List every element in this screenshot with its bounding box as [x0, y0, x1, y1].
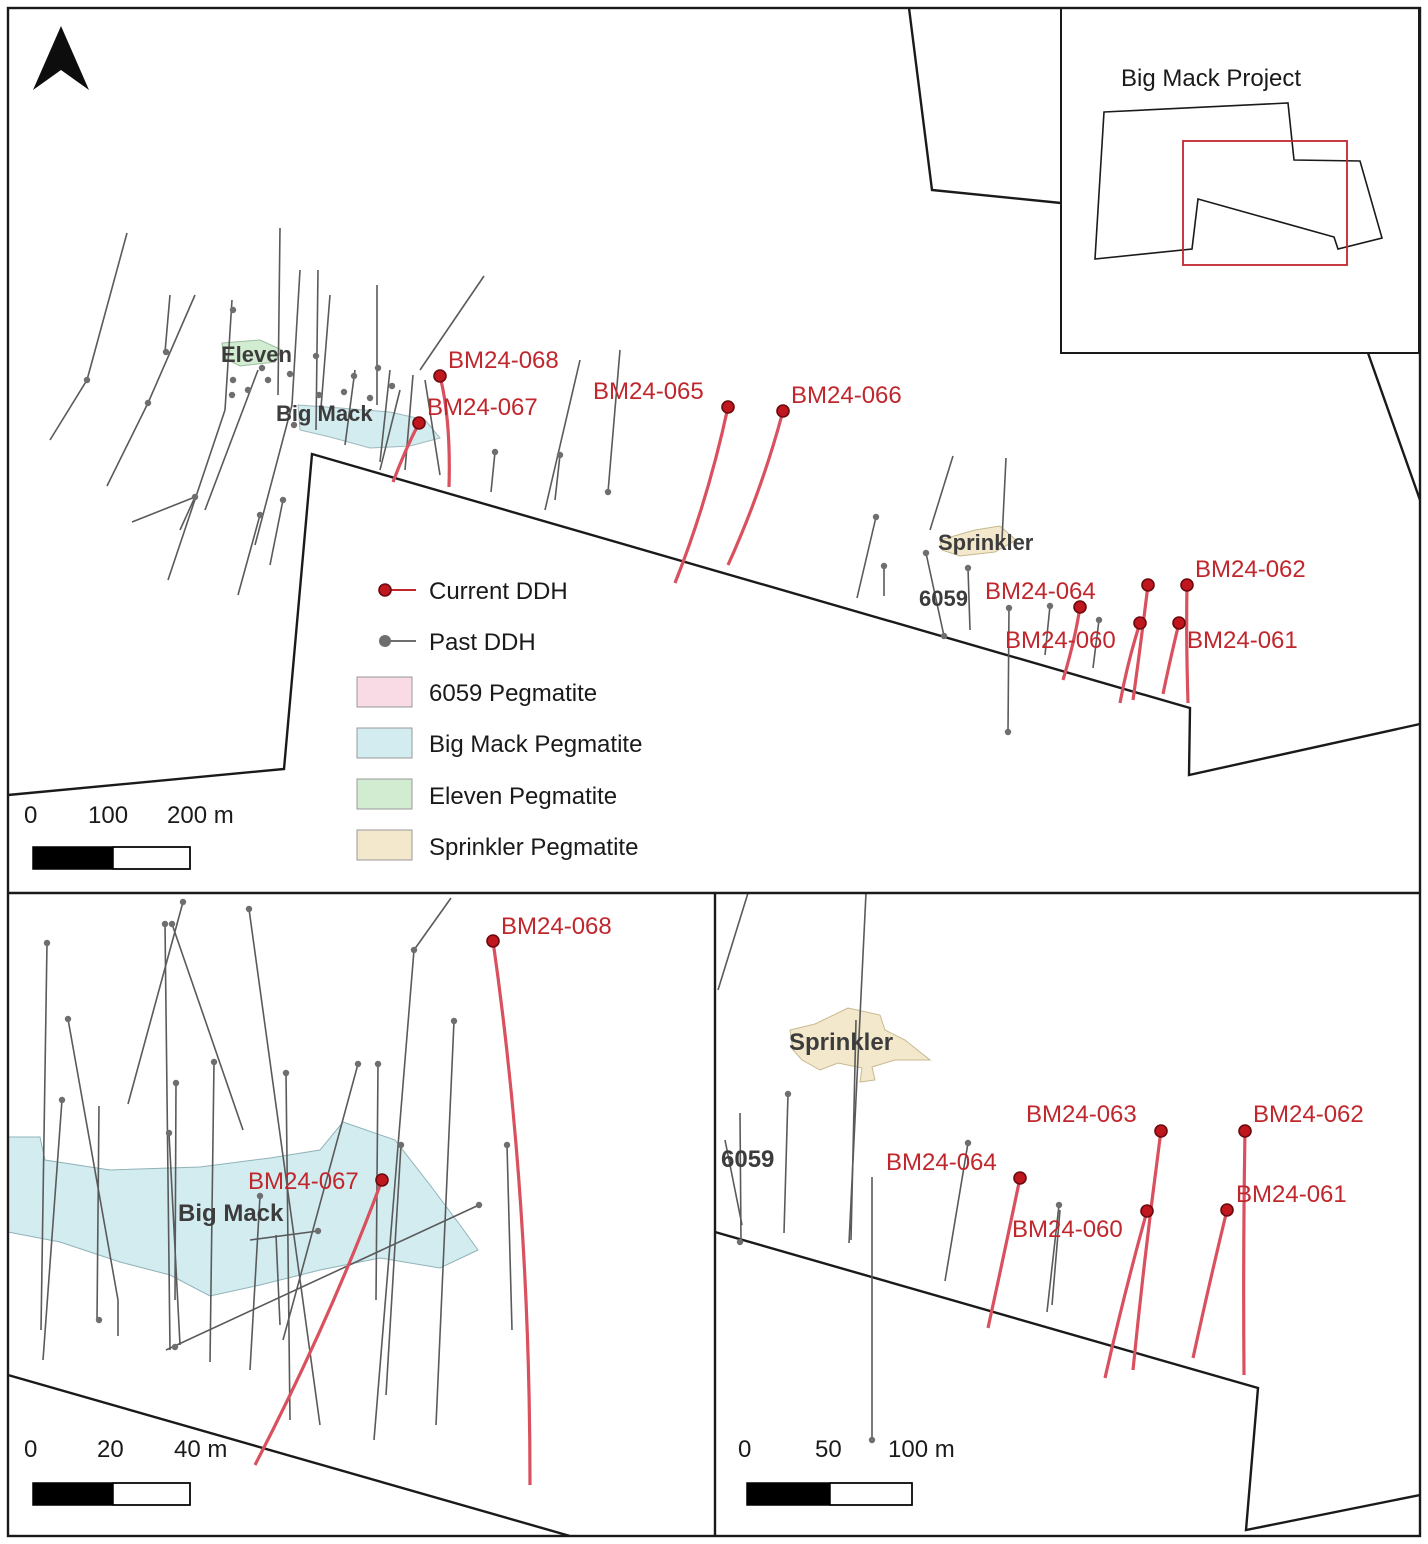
sprinkler-pegmatite-detail	[789, 1007, 932, 1083]
past-drillhole-collars-main	[83, 306, 1103, 736]
label-sprinkler-detail: Sprinkler	[789, 1029, 893, 1056]
label-bm24-064: BM24-064	[985, 578, 1096, 605]
eleven-pegmatite-area	[221, 339, 283, 367]
label-bm24-064-detail: BM24-064	[886, 1149, 997, 1176]
property-boundary-detail-left	[8, 1373, 571, 1536]
property-boundary-east	[1366, 352, 1422, 501]
scale-bar-left: 0 20 40 m	[24, 1436, 227, 1506]
scale-left-tick-2: 40 m	[174, 1436, 227, 1463]
legend-eleven-label: Eleven Pegmatite	[429, 783, 617, 810]
current-drillholes-left	[253, 934, 532, 1486]
legend-sprinkler-label: Sprinkler Pegmatite	[429, 834, 638, 861]
label-big-mack-detail: Big Mack	[178, 1200, 284, 1227]
legend-current-ddh-label: Current DDH	[429, 578, 568, 605]
legend-6059-label: 6059 Pegmatite	[429, 680, 597, 707]
current-drillholes-main	[391, 369, 1194, 704]
main-map-panel: Eleven Big Mack Sprinkler 6059 BM24-068 …	[7, 7, 1422, 870]
scale-right-tick-0: 0	[738, 1436, 751, 1463]
legend-big-mack-label: Big Mack Pegmatite	[429, 731, 642, 758]
label-big-mack: Big Mack	[276, 401, 373, 426]
label-bm24-060-detail: BM24-060	[1012, 1216, 1123, 1243]
past-drillhole-collars-left	[43, 898, 511, 1351]
label-bm24-068: BM24-068	[448, 347, 559, 374]
past-drillhole-collars-right	[736, 1090, 1063, 1444]
legend: Current DDH Past DDH 6059 Pegmatite Big …	[356, 578, 642, 861]
property-boundary-west	[7, 452, 1421, 797]
scale-right-tick-2: 100 m	[888, 1436, 955, 1463]
scale-bar-main: 0 100 200 m	[24, 802, 234, 870]
inset-map: Big Mack Project	[1060, 7, 1420, 354]
legend-past-ddh-label: Past DDH	[429, 629, 536, 656]
label-bm24-066: BM24-066	[791, 382, 902, 409]
panel-frames	[6, 6, 1422, 1538]
past-drillholes-right	[717, 893, 1061, 1440]
scale-left-tick-0: 0	[24, 1436, 37, 1463]
scale-right-tick-1: 50	[815, 1436, 842, 1463]
inset-title: Big Mack Project	[1121, 65, 1301, 92]
label-bm24-060: BM24-060	[1005, 627, 1116, 654]
label-bm24-061-detail: BM24-061	[1236, 1181, 1347, 1208]
sprinkler-pegmatite-area	[939, 525, 1017, 557]
scale-bar-right: 0 50 100 m	[738, 1436, 955, 1506]
label-bm24-065: BM24-065	[593, 378, 704, 405]
label-bm24-068-detail: BM24-068	[501, 913, 612, 940]
detail-map-big-mack: BM24-068 BM24-067 Big Mack 0 20 40 m	[8, 897, 612, 1536]
label-sprinkler: Sprinkler	[938, 530, 1034, 555]
label-bm24-063-detail: BM24-063	[1026, 1101, 1137, 1128]
current-drillholes-right	[986, 1124, 1252, 1379]
label-6059-detail: 6059	[721, 1146, 774, 1173]
legend-6059-swatch	[356, 676, 413, 708]
detail-map-sprinkler: Sprinkler 6059 BM24-063 BM24-062 BM24-06…	[715, 893, 1420, 1532]
inset-extent-box	[1182, 140, 1348, 266]
property-boundary-northeast	[907, 7, 1062, 205]
label-bm24-062-detail: BM24-062	[1253, 1101, 1364, 1128]
scale-main-tick-2: 200 m	[167, 802, 234, 829]
scale-main-tick-0: 0	[24, 802, 37, 829]
label-bm24-067-detail: BM24-067	[248, 1168, 359, 1195]
label-6059: 6059	[919, 586, 968, 611]
legend-sprinkler-swatch	[356, 829, 413, 861]
legend-past-ddh: Past DDH	[379, 629, 536, 656]
legend-eleven-swatch	[356, 778, 413, 810]
label-bm24-062: BM24-062	[1195, 556, 1306, 583]
past-drillholes-main	[49, 227, 1100, 733]
big-mack-pegmatite-detail	[8, 1121, 479, 1297]
past-drillholes-left	[40, 897, 513, 1441]
label-bm24-061: BM24-061	[1187, 627, 1298, 654]
legend-big-mack-swatch	[356, 727, 413, 759]
label-bm24-067: BM24-067	[427, 394, 538, 421]
scale-left-tick-1: 20	[97, 1436, 124, 1463]
label-eleven: Eleven	[221, 342, 292, 367]
legend-current-ddh: Current DDH	[378, 578, 568, 605]
scale-main-tick-1: 100	[88, 802, 128, 829]
north-arrow-icon	[33, 26, 89, 90]
big-mack-pegmatite-area	[297, 404, 441, 449]
property-boundary-detail-right	[715, 1230, 1420, 1532]
